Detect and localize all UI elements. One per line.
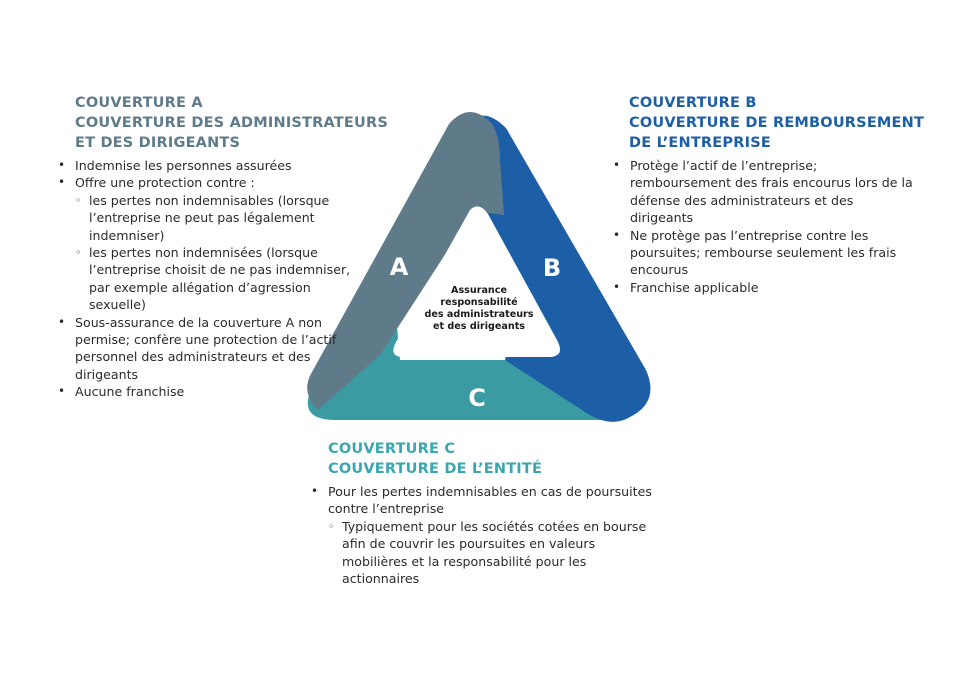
list-item: Offre une protection contre : les pertes… — [55, 174, 355, 313]
bullet-text: Offre une protection contre : — [75, 175, 255, 191]
coverage-a-block: COUVERTURE A COUVERTURE DES ADMINISTRATE… — [55, 93, 388, 401]
list-item: Pour les pertes indemnisables en cas de … — [308, 483, 658, 587]
coverage-a-heading-line-2: COUVERTURE DES ADMINISTRATEURS — [75, 115, 388, 131]
coverage-a-heading: COUVERTURE A COUVERTURE DES ADMINISTRATE… — [75, 93, 388, 153]
letter-b: B — [543, 254, 561, 282]
coverage-b-heading-line-2: COUVERTURE DE REMBOURSEMENT — [629, 115, 925, 131]
coverage-a-heading-line-1: COUVERTURE A — [75, 95, 203, 111]
coverage-c-list: Pour les pertes indemnisables en cas de … — [308, 483, 658, 587]
coverage-b-block: COUVERTURE B COUVERTURE DE REMBOURSEMENT… — [610, 93, 925, 297]
center-triangle — [393, 206, 560, 357]
sub-list-item: les pertes non indemnisées (lorsque l’en… — [75, 244, 355, 314]
letter-a: A — [390, 253, 409, 281]
list-item: Franchise applicable — [610, 279, 915, 297]
sub-list-item: les pertes non indemnisables (lorsque l’… — [75, 192, 355, 244]
list-item: Sous-assurance de la couverture A non pe… — [55, 314, 355, 384]
list-item: Indemnise les personnes assurées — [55, 157, 355, 175]
coverage-a-list: Indemnise les personnes assurées Offre u… — [55, 157, 355, 401]
bullet-text: Ne protège pas l’entreprise contre les p… — [630, 227, 897, 278]
segment-a — [307, 112, 504, 410]
list-item: Aucune franchise — [55, 383, 355, 401]
coverage-c-block: COUVERTURE C COUVERTURE DE L’ENTITÉ Pour… — [308, 439, 658, 587]
letter-c: C — [468, 384, 486, 412]
center-label-line-4: et des dirigeants — [433, 321, 525, 332]
coverage-c-heading-line-1: COUVERTURE C — [328, 441, 456, 457]
sub-bullet-text: les pertes non indemnisées (lorsque l’en… — [89, 245, 351, 313]
coverage-b-list: Protège l’actif de l’entreprise; rembour… — [610, 157, 915, 297]
coverage-c-sublist: Typiquement pour les sociétés cotées en … — [328, 518, 658, 588]
coverage-b-heading-line-3: DE L’ENTREPRISE — [629, 135, 771, 151]
coverage-a-sublist: les pertes non indemnisables (lorsque l’… — [75, 192, 355, 314]
coverage-a-heading-line-3: ET DES DIRIGEANTS — [75, 135, 241, 151]
coverage-c-heading-line-2: COUVERTURE DE L’ENTITÉ — [328, 461, 543, 477]
center-label-line-2: responsabilité — [440, 296, 518, 308]
sub-bullet-text: les pertes non indemnisables (lorsque l’… — [89, 192, 330, 243]
center-label-line-1: Assurance — [451, 285, 507, 296]
coverage-c-heading: COUVERTURE C COUVERTURE DE L’ENTITÉ — [328, 439, 658, 479]
bullet-text: Aucune franchise — [75, 384, 185, 400]
bullet-text: Indemnise les personnes assurées — [75, 158, 292, 173]
center-label-line-3: des administrateurs — [424, 309, 533, 320]
bullet-text: Protège l’actif de l’entreprise; rembour… — [630, 158, 913, 226]
list-item: Protège l’actif de l’entreprise; rembour… — [610, 157, 915, 227]
bullet-text: Franchise applicable — [630, 279, 759, 295]
coverage-b-heading: COUVERTURE B COUVERTURE DE REMBOURSEMENT… — [629, 93, 925, 153]
list-item: Ne protège pas l’entreprise contre les p… — [610, 227, 915, 279]
sub-bullet-text: Typiquement pour les sociétés cotées en … — [342, 518, 647, 587]
sub-list-item: Typiquement pour les sociétés cotées en … — [328, 518, 658, 588]
bullet-text: Pour les pertes indemnisables en cas de … — [328, 484, 652, 517]
bullet-text: Sous-assurance de la couverture A non pe… — [75, 314, 337, 382]
coverage-b-heading-line-1: COUVERTURE B — [629, 95, 757, 111]
